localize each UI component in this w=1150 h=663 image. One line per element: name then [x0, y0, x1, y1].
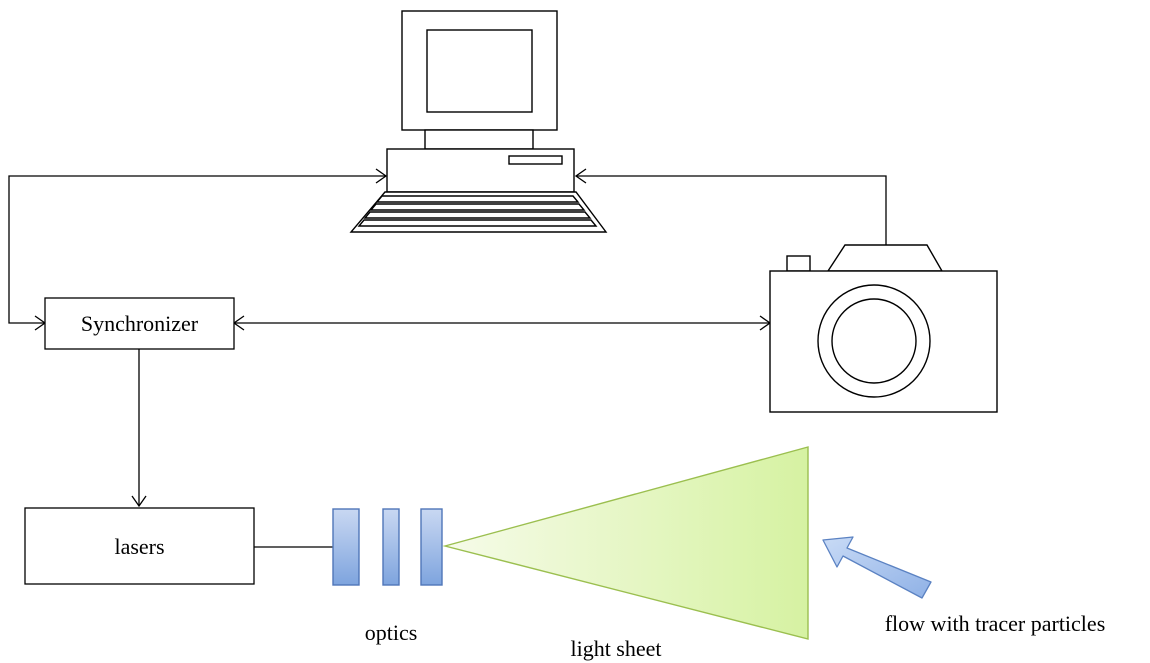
optic-element [382, 508, 400, 586]
lasers-box [24, 507, 255, 585]
synchronizer-node: Synchronizer [44, 297, 235, 350]
monitor-stand [424, 129, 534, 150]
synchronizer-label: Synchronizer [81, 311, 199, 336]
keyboard-key-row [357, 219, 598, 227]
optic-element [332, 508, 360, 586]
light-sheet-label: light sheet [570, 636, 661, 661]
lens-icon [332, 508, 443, 586]
lasers-label: lasers [114, 534, 164, 559]
keyboard-key-row [363, 211, 592, 219]
monitor-screen [426, 29, 533, 113]
synchronizer-box [44, 297, 235, 350]
lasers-node: lasers [24, 507, 255, 585]
camera-icon [769, 244, 998, 413]
flow-label: flow with tracer particles [885, 611, 1106, 636]
sync-computer-link [8, 175, 386, 324]
light-sheet-triangle [442, 446, 809, 640]
computer-icon [349, 10, 608, 233]
camera-computer-link [576, 175, 887, 245]
optic-element [420, 508, 443, 586]
keyboard-key-row [375, 195, 580, 203]
camera-lens-inner [831, 298, 917, 384]
disk-drive [508, 155, 563, 165]
keyboard-key-row [369, 203, 586, 211]
arrowhead-lasers [131, 495, 147, 508]
camera-viewfinder-hump [826, 244, 944, 272]
arrowhead-computer-left [375, 168, 388, 184]
arrowhead-computer-right [574, 168, 587, 184]
camera-shutter-button [786, 255, 811, 272]
optics-label: optics [365, 620, 418, 645]
flow-arrow-icon [822, 536, 932, 599]
